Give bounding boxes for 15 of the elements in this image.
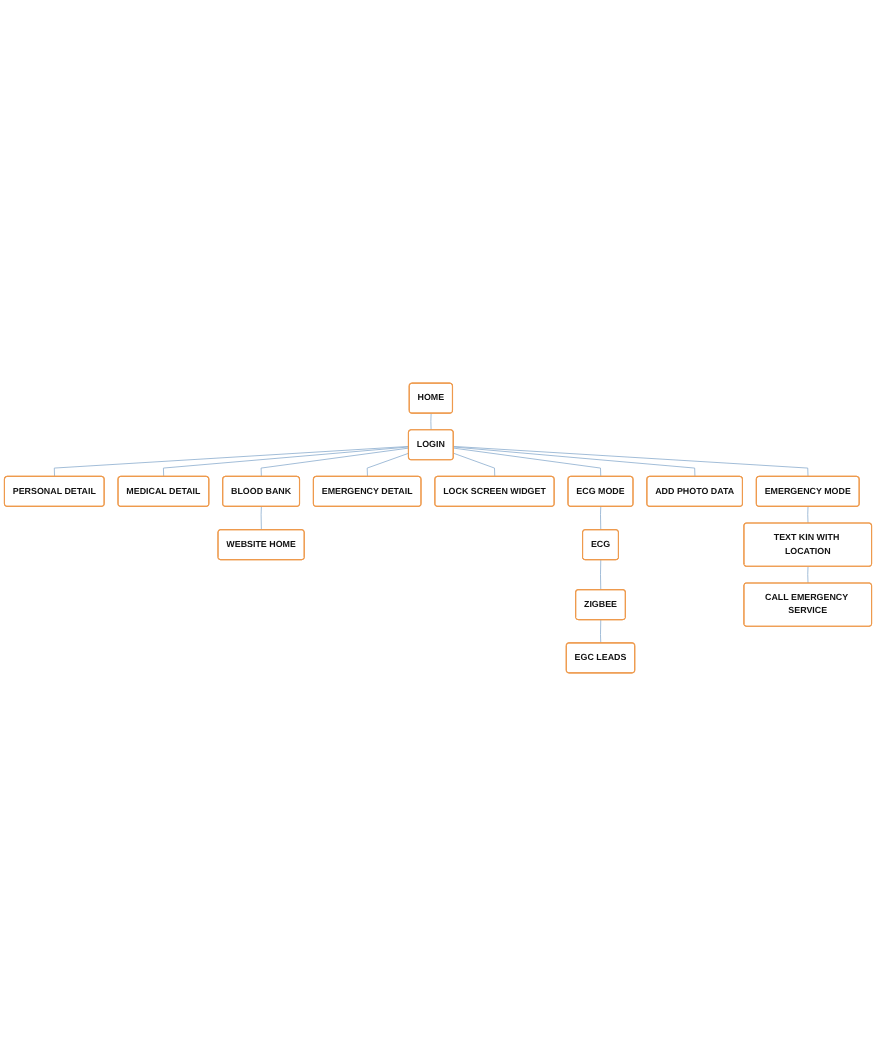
connector	[453, 447, 602, 478]
connector	[600, 619, 602, 644]
connector	[453, 446, 696, 478]
connector	[600, 559, 602, 591]
connector	[807, 566, 809, 584]
connector	[53, 446, 410, 478]
connector	[430, 413, 432, 431]
connector	[366, 452, 410, 478]
connector	[453, 446, 809, 478]
connector	[453, 452, 496, 478]
connector	[600, 506, 602, 531]
connector	[163, 446, 410, 478]
connector	[260, 506, 262, 531]
connector	[807, 506, 809, 524]
connector	[260, 447, 410, 478]
